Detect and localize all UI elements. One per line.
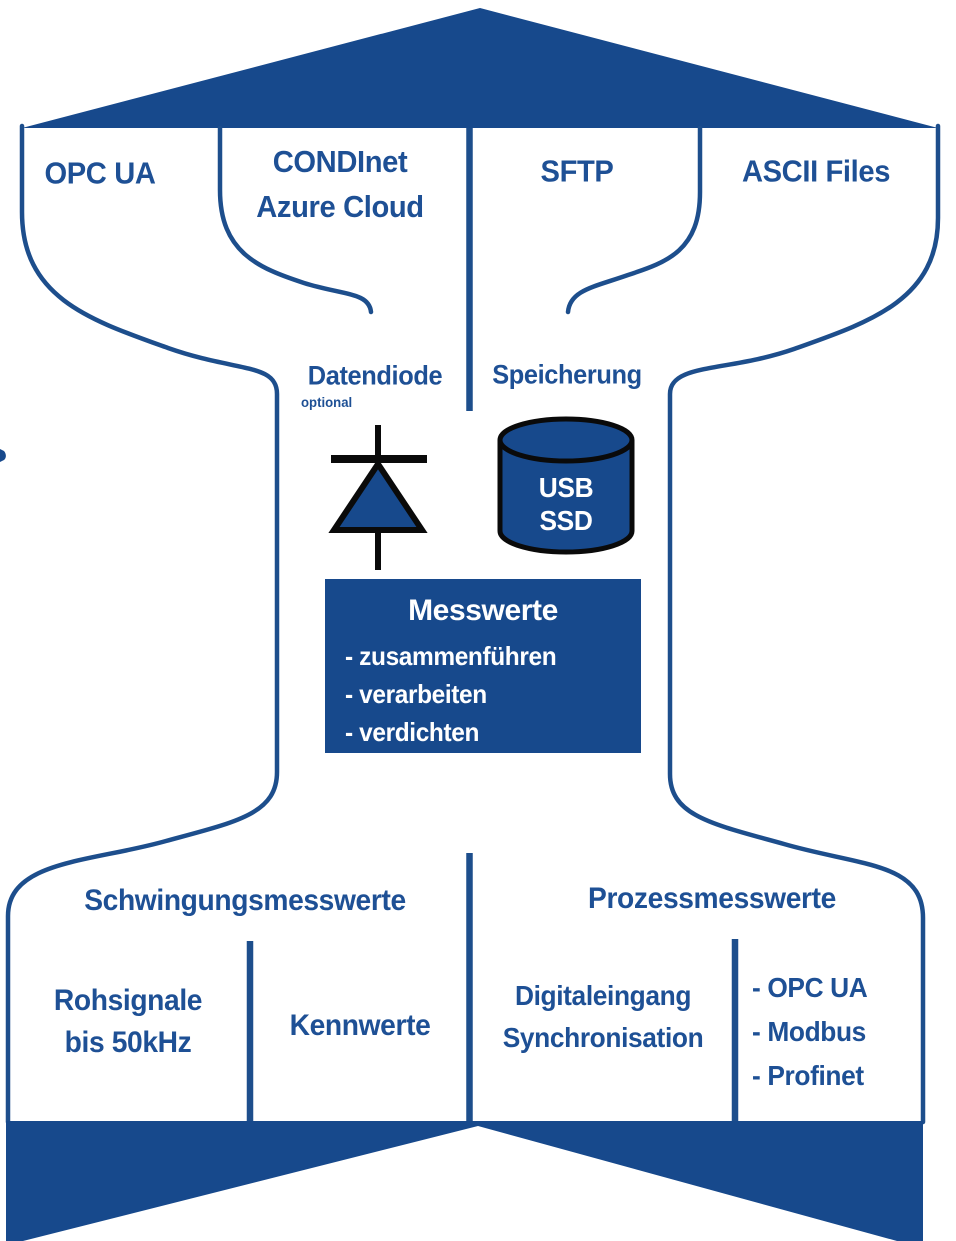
label-condinet-line2: Azure Cloud	[256, 189, 424, 224]
storage-line-ssd: SSD	[539, 505, 593, 536]
outline-right	[667, 123, 941, 1125]
protocol-opc-ua: - OPC UA	[752, 972, 868, 1003]
label-opc-ua-top: OPC UA	[44, 155, 156, 191]
outline-left	[5, 123, 280, 1125]
rohsignale-line2: bis 50kHz	[64, 1026, 192, 1059]
messwerte-item-verarbeiten: - verarbeiten	[345, 679, 487, 709]
rohsignale-line1: Rohsignale	[53, 984, 203, 1017]
label-condinet-azure-cloud: CONDInet Azure Cloud	[256, 139, 424, 229]
divider-sftp-ascii	[565, 125, 703, 315]
bottom-chevron-band	[6, 1121, 923, 1241]
divider-opcua-condinet	[217, 125, 374, 315]
clipped-arrow-fragment	[0, 449, 6, 462]
arrow-head-shape	[22, 8, 938, 128]
cell-rohsignale: Rohsignale bis 50kHz	[53, 980, 203, 1064]
messwerte-title: Messwerte	[408, 594, 558, 627]
storage-cylinder-icon	[497, 416, 635, 555]
protocol-modbus: - Modbus	[752, 1016, 866, 1047]
protocol-profinet: - Profinet	[752, 1060, 864, 1091]
header-schwingungsmesswerte: Schwingungsmesswerte	[84, 884, 406, 917]
label-datendiode: Datendiode	[307, 360, 443, 391]
protocol-list: - OPC UA - Modbus - Profinet	[752, 966, 875, 1098]
cell-kennwerte: Kennwerte	[289, 1009, 431, 1042]
label-ascii-files: ASCII Files	[741, 153, 891, 189]
label-condinet-line1: CONDInet	[272, 144, 408, 179]
messwerte-box: Messwerte - zusammenführen - verarbeiten…	[325, 579, 641, 753]
digitaleingang-line2: Synchronisation	[502, 1022, 704, 1053]
header-prozessmesswerte: Prozessmesswerte	[588, 882, 836, 915]
storage-line-usb: USB	[538, 472, 594, 503]
storage-usb-ssd-label: USB SSD	[538, 471, 594, 537]
label-optional: optional	[301, 394, 353, 410]
label-speicherung: Speicherung	[492, 359, 642, 390]
messwerte-item-zusammenfuehren: - zusammenführen	[345, 641, 557, 671]
digitaleingang-line1: Digitaleingang	[514, 980, 692, 1011]
cell-digitaleingang: Digitaleingang Synchronisation	[503, 975, 704, 1059]
messwerte-item-verdichten: - verdichten	[345, 717, 480, 747]
diode-icon	[328, 425, 428, 570]
label-sftp: SFTP	[540, 153, 614, 189]
